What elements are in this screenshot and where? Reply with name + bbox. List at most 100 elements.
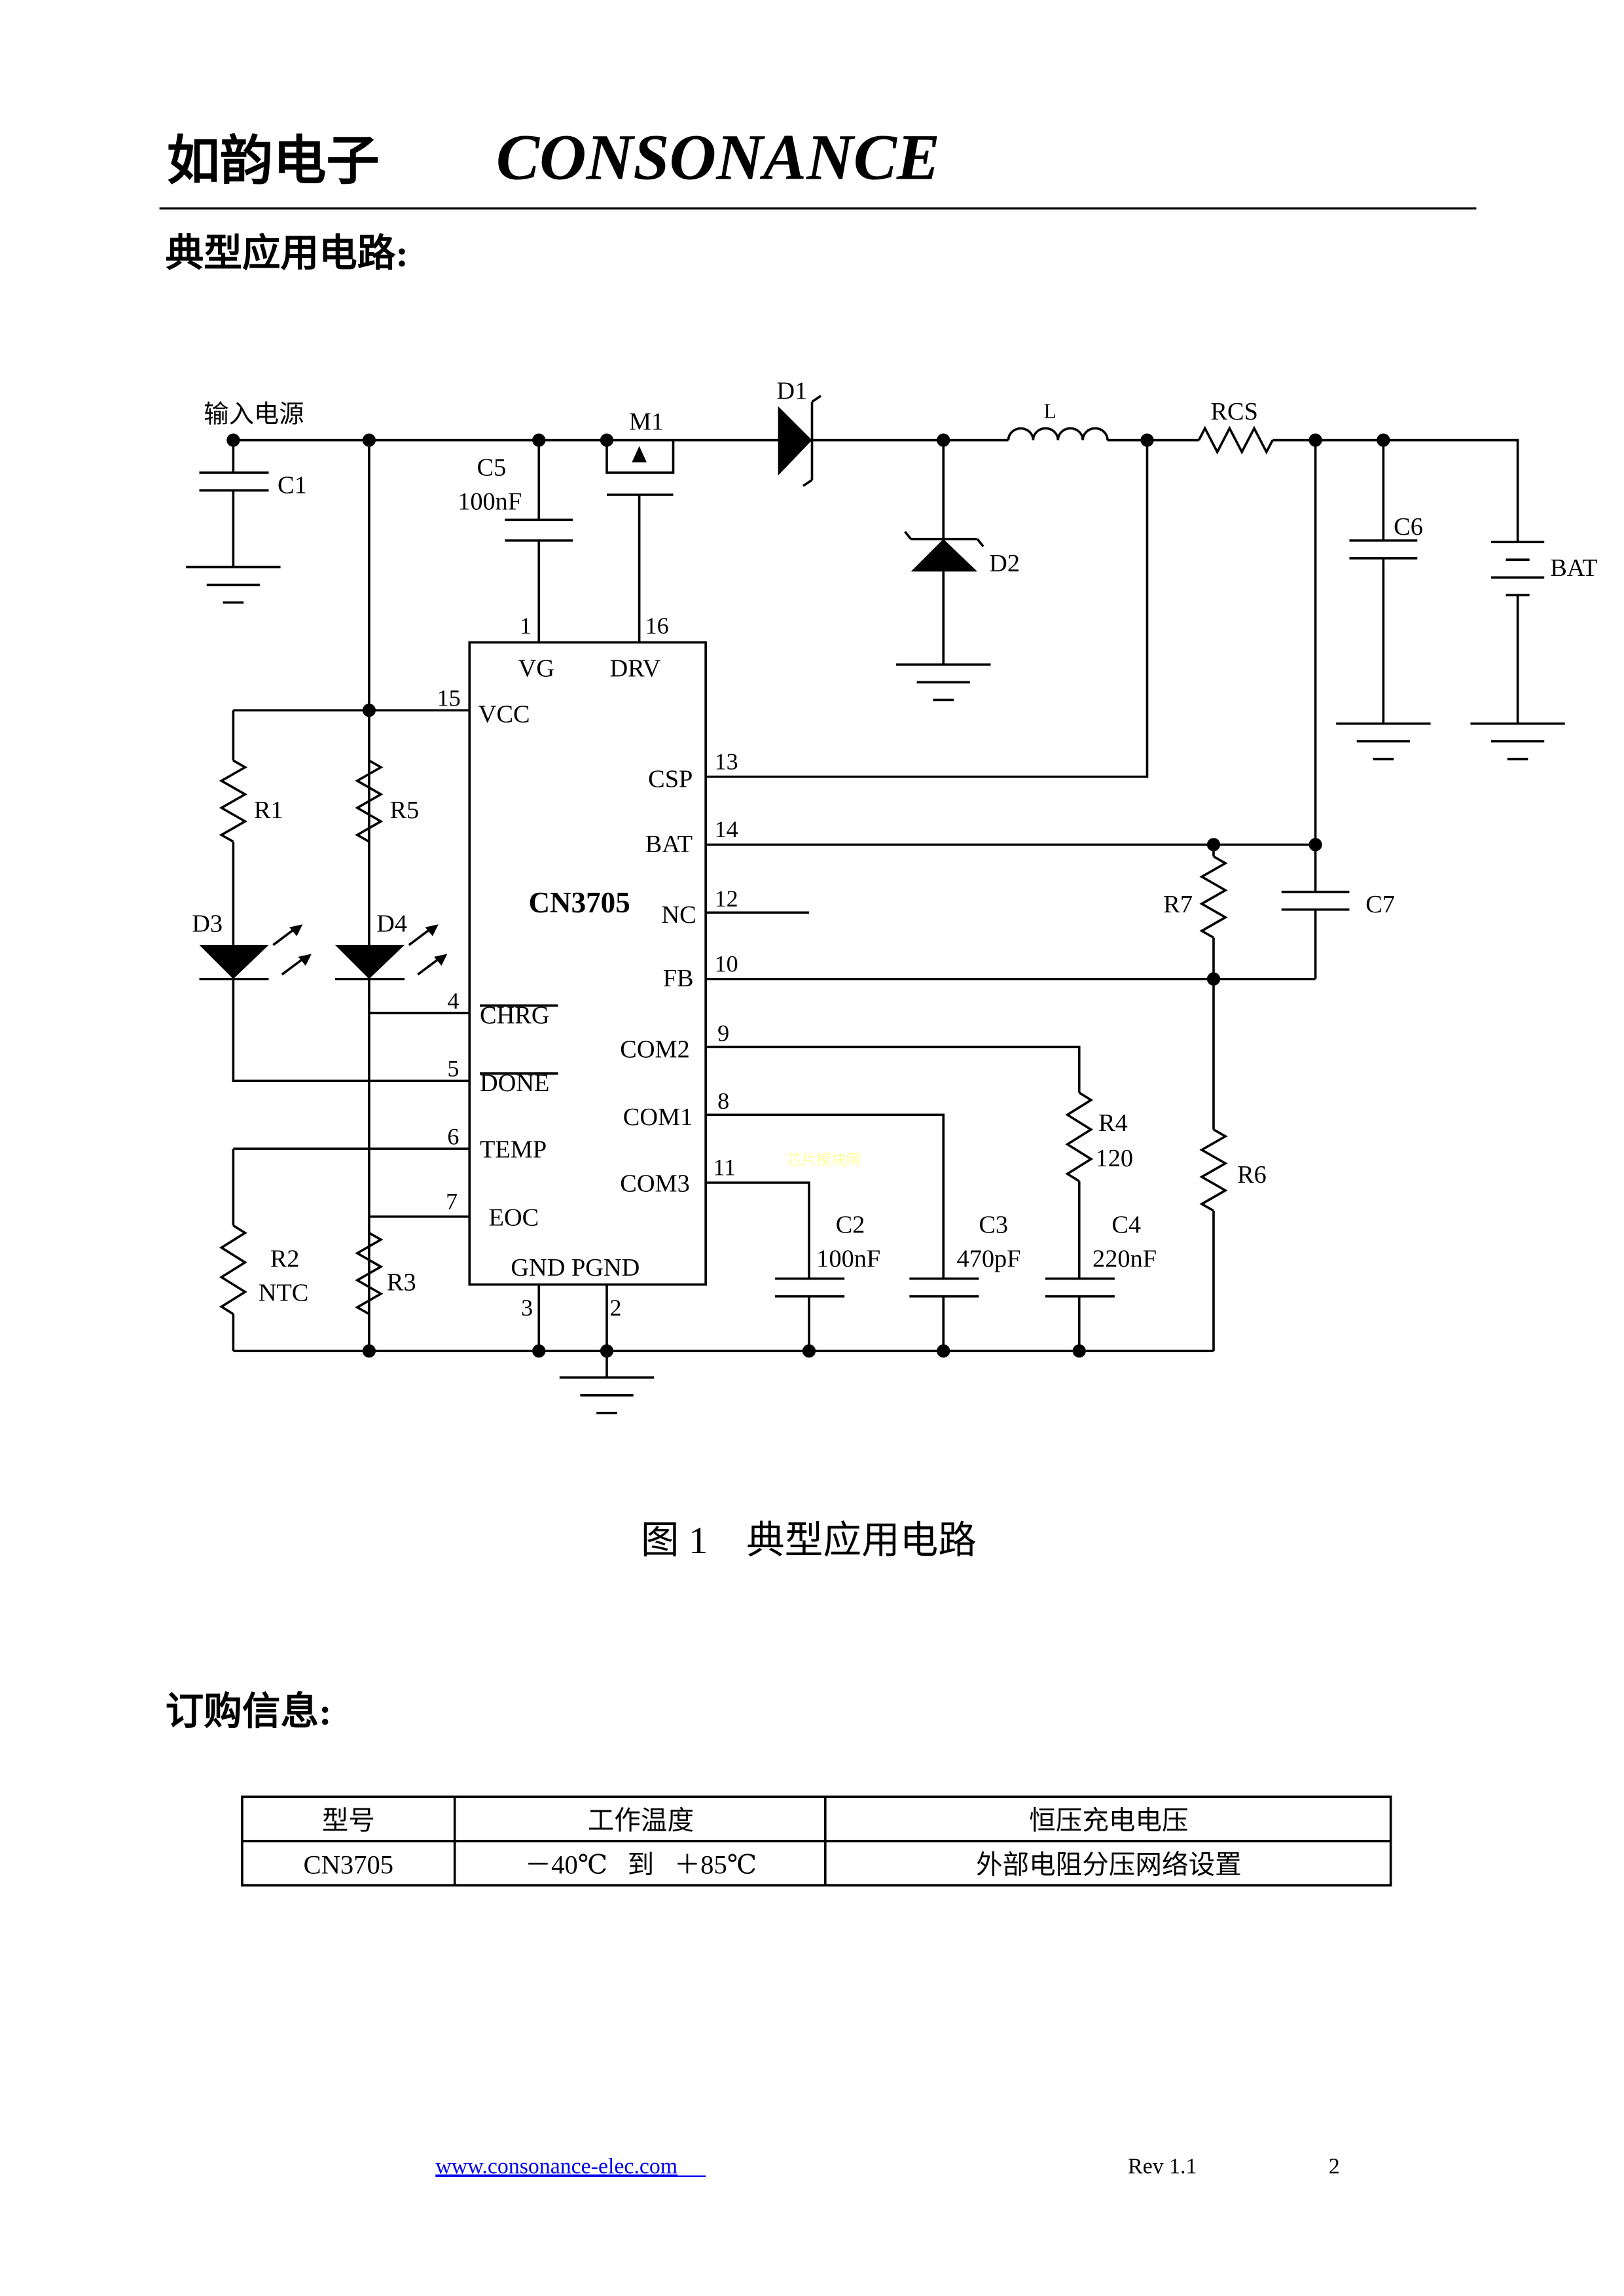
diode-d2-icon (911, 539, 978, 572)
arrowhead-icon (425, 924, 439, 937)
pin-number: 1 (520, 613, 532, 639)
label-r1: R1 (254, 797, 283, 824)
label-c6: C6 (1394, 513, 1423, 541)
table-header: 恒压充电电压 (1029, 1806, 1188, 1835)
watermark: 芯片模块网 (787, 1152, 861, 1169)
led-d4-icon (334, 944, 405, 979)
company-name-cn: 如韵电子 (167, 132, 380, 190)
pin-number: 5 (447, 1056, 459, 1082)
ground-icon (1336, 722, 1431, 761)
label-c1: C1 (278, 472, 307, 499)
table-header: 型号 (322, 1806, 375, 1835)
label-l: L (1044, 400, 1056, 423)
input-label: 输入电源 (204, 401, 304, 428)
pin-com2: COM2 (620, 1035, 690, 1063)
chip-name: CN3705 (528, 886, 630, 919)
junction-dot (362, 704, 376, 717)
label-r6: R6 (1237, 1161, 1267, 1189)
ground-icon (896, 663, 991, 702)
company-name-en: CONSONANCE (496, 122, 940, 193)
revision: Rev 1.1 (1128, 2154, 1197, 2178)
page-number: 2 (1329, 2154, 1340, 2178)
led-d3-icon (199, 944, 269, 979)
junction-dot (226, 433, 240, 447)
pin-number: 14 (715, 816, 738, 842)
pin-number: 4 (447, 988, 459, 1014)
value-c2: 100nF (816, 1246, 880, 1273)
junction-dot (1206, 838, 1221, 852)
label-d1: D1 (776, 377, 807, 404)
arrowhead-icon (289, 924, 303, 937)
table-cell: －40℃ 到 ＋85℃ (525, 1850, 757, 1880)
schematic: 输入电源 VG DRV VCC CSP BAT CN3705 NC FB CHR… (186, 377, 1598, 1414)
resistor-icon (219, 759, 248, 843)
label-r5: R5 (389, 797, 419, 824)
label-r7: R7 (1163, 891, 1193, 918)
value-c3: 470pF (957, 1246, 1021, 1273)
pin-vg: VG (518, 655, 554, 682)
resistor-icon (1065, 1091, 1094, 1183)
junction-dot (362, 433, 376, 447)
value-r4: 120 (1096, 1145, 1134, 1172)
pin-number: 2 (610, 1295, 622, 1321)
pin-number: 16 (645, 613, 669, 639)
junction-dot (532, 433, 546, 447)
pin-number: 6 (447, 1123, 459, 1149)
pin-number: 11 (713, 1155, 736, 1181)
junction-dot (1308, 433, 1322, 447)
pin-number: 7 (446, 1189, 458, 1215)
arrowhead-icon (298, 954, 312, 966)
pin-fb: FB (663, 965, 694, 992)
inductor-icon (1007, 427, 1109, 440)
label-r2: R2 (270, 1246, 300, 1273)
pin-eoc: EOC (489, 1204, 539, 1231)
junction-dot (362, 1344, 376, 1358)
pin-number: 3 (521, 1295, 533, 1321)
diode-d1-icon (778, 406, 812, 476)
resistor-rcs-icon (1197, 425, 1274, 455)
pin-done: DONE (480, 1069, 549, 1097)
label-d2: D2 (989, 550, 1020, 577)
table-header: 工作温度 (588, 1806, 694, 1835)
junction-dot (1072, 1344, 1086, 1358)
label-bat: BAT (1550, 554, 1597, 582)
arrowhead-icon (434, 954, 448, 966)
label-d3: D3 (192, 910, 223, 938)
pin-number: 9 (717, 1020, 729, 1046)
resistors (219, 425, 1274, 1316)
pin-number: 13 (715, 748, 738, 774)
value-c4: 220nF (1092, 1246, 1157, 1273)
resistor-icon (219, 1224, 247, 1316)
table-grid (242, 1797, 1391, 1886)
label-c3: C3 (979, 1211, 1008, 1239)
pin-gnd: GND PGND (511, 1254, 640, 1282)
value-c5: 100nF (458, 488, 522, 516)
mosfet-arrow-icon (632, 446, 647, 463)
junction-dot (600, 433, 614, 447)
wires (199, 395, 1545, 1378)
label-r3: R3 (387, 1269, 416, 1297)
resistor-icon (1199, 1128, 1228, 1212)
pin-chrg: CHRG (480, 1001, 550, 1029)
junction-dot (1140, 433, 1154, 447)
figure-caption: 图 1 典型应用电路 (641, 1519, 977, 1562)
table-cell: 外部电阻分压网络设置 (976, 1850, 1242, 1880)
pin-temp: TEMP (480, 1136, 547, 1164)
label-c4: C4 (1111, 1211, 1141, 1239)
section-title-ordering: 订购信息: (166, 1691, 332, 1733)
pin-number: 12 (715, 886, 738, 912)
ground-icon (1470, 722, 1565, 761)
website-link[interactable]: www.consonance-elec.com (435, 2154, 677, 2178)
label-c2: C2 (836, 1211, 865, 1239)
label-rcs: RCS (1210, 398, 1257, 425)
pin-drv: DRV (610, 655, 661, 682)
junction-dot (1377, 433, 1390, 447)
pin-bat: BAT (645, 831, 693, 858)
pin-number: 10 (715, 950, 738, 977)
pin-nc: NC (661, 901, 696, 929)
ground-icon (186, 565, 281, 604)
junction-dot (600, 1344, 614, 1358)
order-table: 型号 工作温度 恒压充电电压 CN3705 －40℃ 到 ＋85℃ 外部电阻分压… (241, 1795, 1392, 1887)
